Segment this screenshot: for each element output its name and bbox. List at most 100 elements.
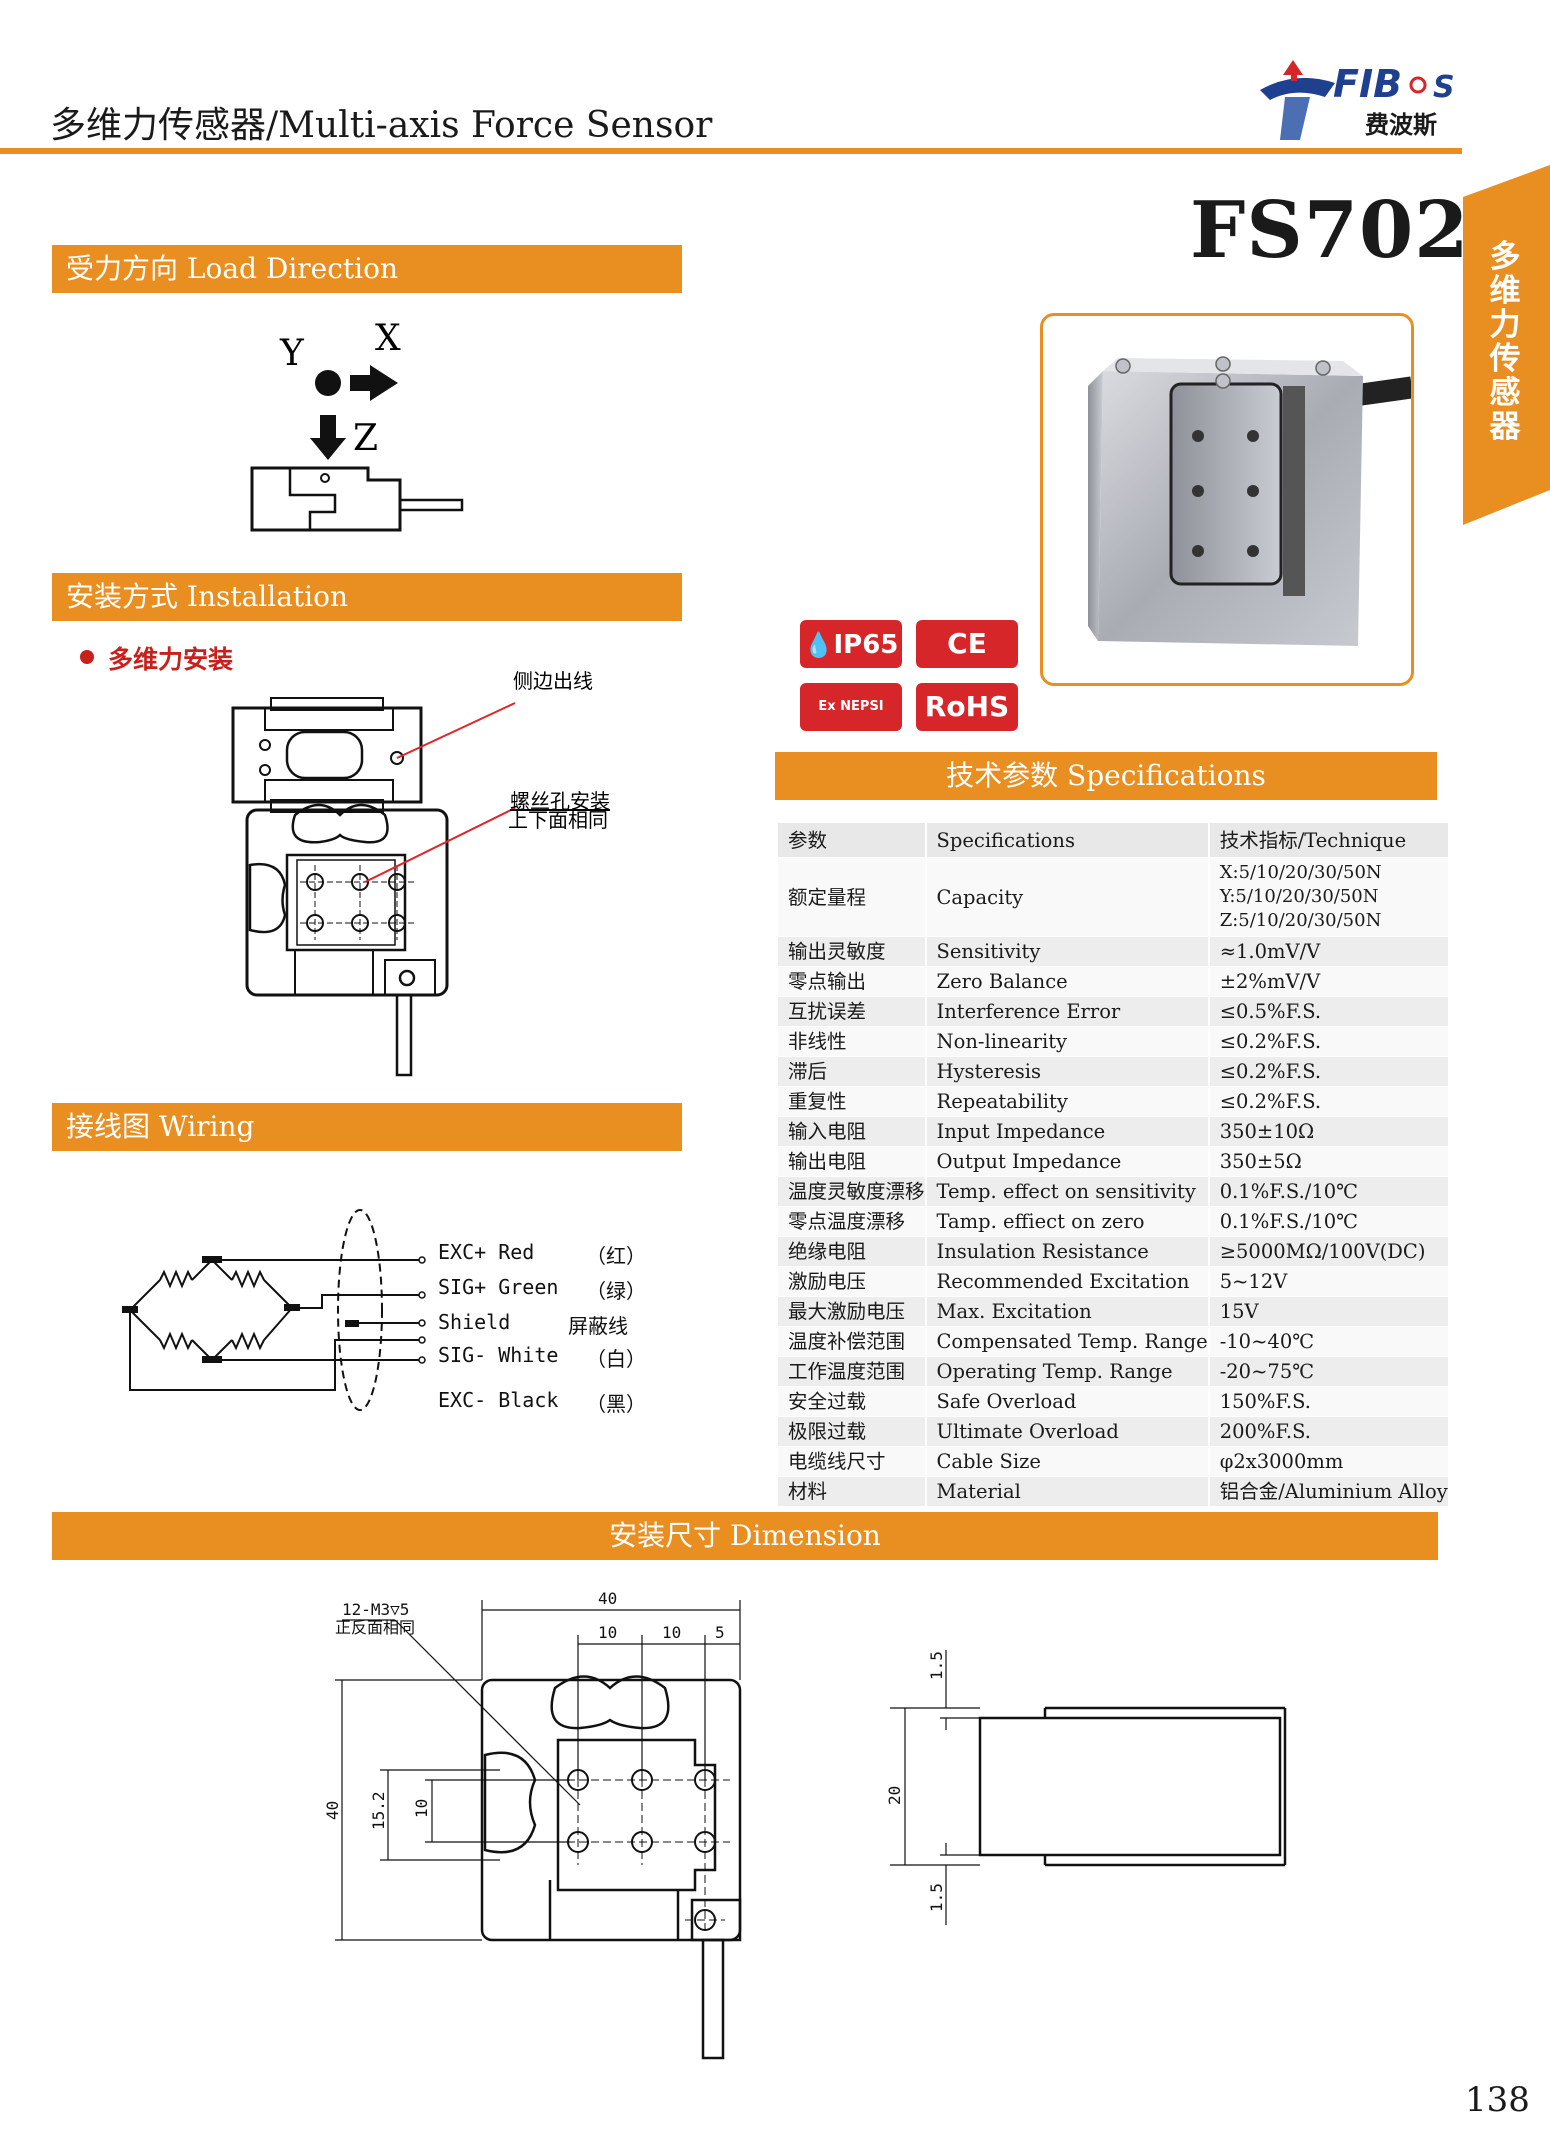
spec-param-cn: 重复性 [778, 1086, 926, 1117]
spec-param-en: Compensated Temp. Range [924, 1326, 1210, 1357]
dimension-top-view: 12-M3▽5 正反面相同 40 10 10 5 40 15.2 10 [300, 1580, 780, 2064]
section-wiring: 接线图 Wiring [52, 1103, 682, 1151]
spec-param-en: Insulation Resistance [924, 1236, 1210, 1267]
side-category-tab [1463, 165, 1550, 525]
spec-value: -20~75℃ [1208, 1356, 1448, 1387]
spec-value: ≤0.2%F.S. [1208, 1026, 1448, 1057]
spec-param-cn: 材料 [778, 1476, 926, 1507]
company-logo: FIB S 费波斯 [1255, 55, 1465, 145]
spec-value: 150%F.S. [1208, 1386, 1448, 1417]
spec-param-en: Repeatability [924, 1086, 1210, 1117]
spec-param-cn: 输入电阻 [778, 1116, 926, 1147]
spec-param-en: Tamp. effiect on zero [924, 1206, 1210, 1237]
spec-param-cn: 输出灵敏度 [778, 936, 926, 967]
product-photo [1040, 313, 1414, 686]
wire-sig-minus: SIG- White [438, 1343, 559, 1367]
logo-cn: 费波斯 [1365, 111, 1437, 139]
cert-ip65-badge: 💧IP65 [800, 620, 902, 668]
wire-sig-plus: SIG+ Green [438, 1275, 559, 1299]
section-installation: 安装方式 Installation [52, 573, 682, 621]
spec-header-spec: Specifications [924, 823, 1210, 858]
spec-value: 铝合金/Aluminium Alloy [1208, 1476, 1448, 1507]
spec-value: 0.1%F.S./10℃ [1208, 1206, 1448, 1237]
spec-row-capacity: 额定量程 Capacity X:5/10/20/30/50N Y:5/10/20… [778, 857, 1448, 937]
spec-value: ≤0.2%F.S. [1208, 1086, 1448, 1117]
spec-value: ≥5000MΩ/100V(DC) [1208, 1236, 1448, 1267]
cert-ce-badge: CE [916, 620, 1018, 668]
axis-y-label: Y [279, 333, 305, 374]
label-screw-install: 螺丝孔安装 [510, 789, 610, 813]
spec-table: 参数 Specifications 技术指标/Technique 额定量程 Ca… [778, 823, 1448, 1507]
spec-param-cn: 输出电阻 [778, 1146, 926, 1177]
water-drop-icon: 💧 [803, 631, 834, 659]
spec-param-cn: 零点输出 [778, 966, 926, 997]
spec-param-en: Input Impedance [924, 1116, 1210, 1147]
dim-hole-note-2: 正反面相同 [335, 1618, 415, 1637]
spec-param-cn: 温度灵敏度漂移 [778, 1176, 926, 1207]
spec-value: 350±5Ω [1208, 1146, 1448, 1177]
bullet-icon [80, 650, 94, 664]
dim-5: 5 [715, 1623, 725, 1642]
spec-param-en: Hysteresis [924, 1056, 1210, 1087]
wire-exc-minus: EXC- Black [438, 1388, 559, 1412]
logo-latin-end: S [1433, 70, 1455, 105]
spec-param-en: Interference Error [924, 996, 1210, 1027]
dim-20: 20 [885, 1786, 904, 1805]
spec-param-en: Operating Temp. Range [924, 1356, 1210, 1387]
spec-value: 5~12V [1208, 1266, 1448, 1297]
cert-ex-badge: Ex NEPSI [800, 683, 902, 731]
dim-10-left: 10 [412, 1799, 431, 1818]
spec-param-cn: 非线性 [778, 1026, 926, 1057]
spec-value: ≤0.5%F.S. [1208, 996, 1448, 1027]
page-number: 138 [1465, 2080, 1530, 2120]
spec-value: ≤0.2%F.S. [1208, 1056, 1448, 1087]
spec-param-cn: 滞后 [778, 1056, 926, 1087]
dim-10-a: 10 [598, 1623, 617, 1642]
load-direction-diagram: Y X Z [240, 318, 480, 554]
spec-param-cn: 最大激励电压 [778, 1296, 926, 1327]
spec-param-en: Output Impedance [924, 1146, 1210, 1177]
axis-z-label: Z [353, 418, 378, 459]
arrow-right-icon [350, 365, 398, 401]
header-rule [0, 148, 1462, 154]
spec-param-en: Ultimate Overload [924, 1416, 1210, 1447]
spec-value: ±2%mV/V [1208, 966, 1448, 997]
spec-value: 200%F.S. [1208, 1416, 1448, 1447]
spec-param-cn: 安全过载 [778, 1386, 926, 1417]
installation-diagram: 侧边出线 螺丝孔安装 上下面相同 [225, 660, 645, 1084]
spec-header-param: 参数 [778, 823, 926, 858]
label-side-outlet: 侧边出线 [513, 669, 593, 693]
wire-shield: Shield [438, 1310, 511, 1334]
spec-value: 0.1%F.S./10℃ [1208, 1176, 1448, 1207]
dim-40-top: 40 [598, 1589, 617, 1608]
spec-param-en: Max. Excitation [924, 1296, 1210, 1327]
spec-param-en: Temp. effect on sensitivity [924, 1176, 1210, 1207]
dim-1-5-bottom: 1.5 [927, 1883, 946, 1912]
spec-param-cn: 温度补偿范围 [778, 1326, 926, 1357]
spec-param-cn: 极限过载 [778, 1416, 926, 1447]
logo-latin: FIB [1333, 62, 1402, 106]
spec-param-en: Zero Balance [924, 966, 1210, 997]
dim-40-left: 40 [323, 1801, 342, 1820]
page-header-title: 多维力传感器/Multi-axis Force Sensor [50, 105, 713, 146]
dim-10-b: 10 [662, 1623, 681, 1642]
section-specifications: 技术参数 Specifications [775, 752, 1437, 800]
dim-hole-note: 12-M3▽5 [342, 1600, 409, 1619]
wiring-diagram [120, 1205, 430, 1479]
spec-param-cn: 工作温度范围 [778, 1356, 926, 1387]
installation-bullet: 多维力安装 [108, 645, 234, 674]
spec-param-cn: 激励电压 [778, 1266, 926, 1297]
